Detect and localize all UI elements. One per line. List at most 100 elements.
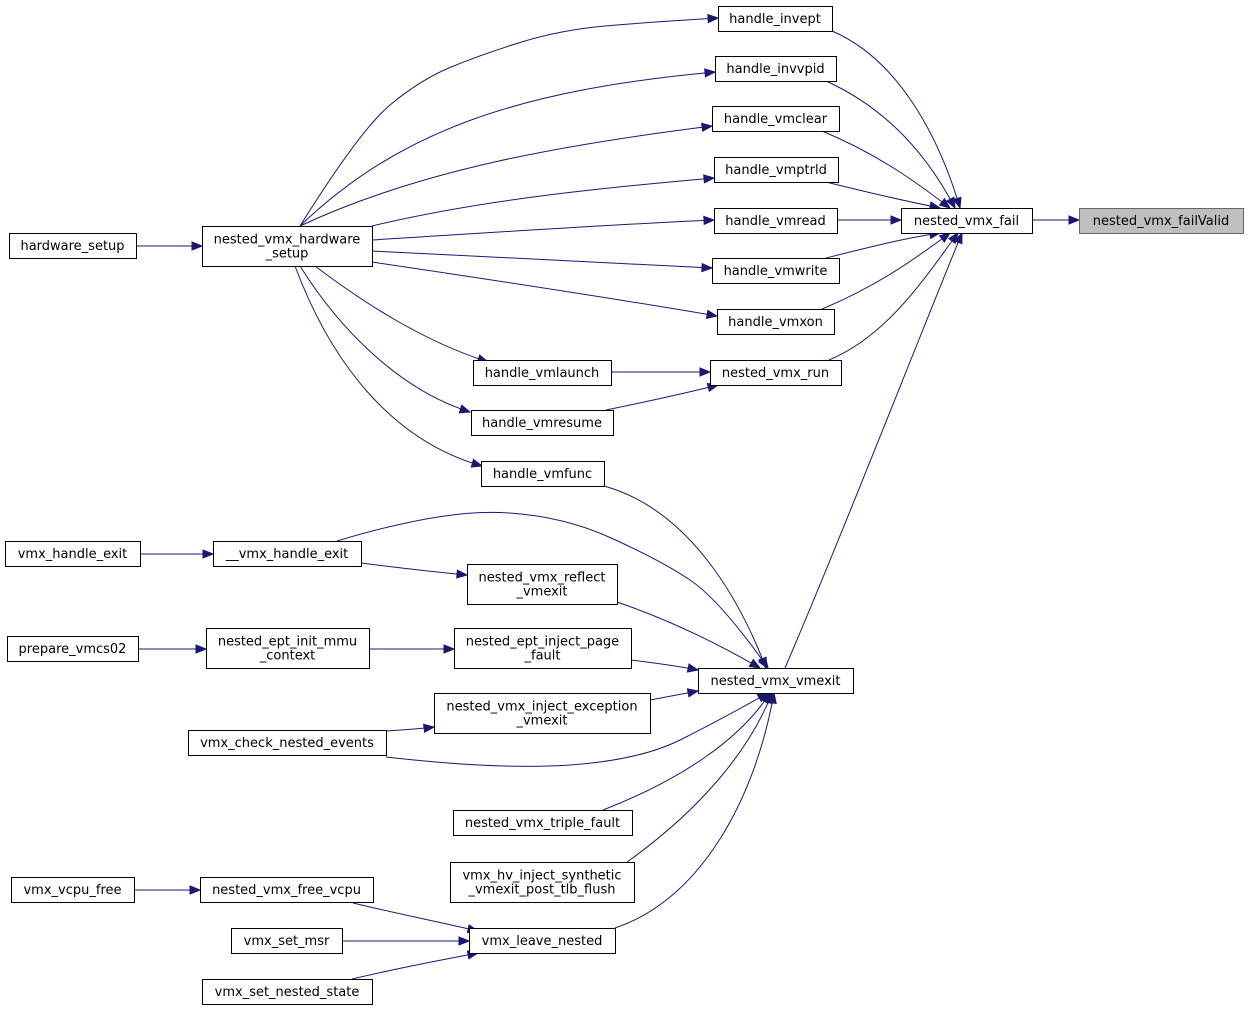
edge-nested_vmx_hardware_setup-to-handle_vmwrite [371,250,713,269]
node-nested_vmx_hardware_setup[interactable]: nested_vmx_hardware_setup [202,226,373,267]
node-prepare_vmcs02[interactable]: prepare_vmcs02 [7,636,139,662]
node-box[interactable] [454,628,632,669]
node-vmx_set_nested_state[interactable]: vmx_set_nested_state [202,979,373,1005]
node-label: handle_vmwrite [724,264,828,279]
node-nested_vmx_vmexit[interactable]: nested_vmx_vmexit [698,668,854,694]
node-box[interactable] [710,360,842,386]
node-box[interactable] [453,810,633,836]
node-label: handle_vmresume [482,416,602,431]
node-box[interactable] [202,226,373,267]
edge-handle_vmresume-to-nested_vmx_run [605,384,719,411]
node-box[interactable] [200,877,374,903]
node-vmx_handle_exit[interactable]: vmx_handle_exit [5,541,141,567]
arrowhead-handle_vmclear-to-nested_vmx_fail [938,197,952,209]
arrowhead-nested_vmx_hardware_setup-to-handle_invvpid [704,68,717,78]
edge-nested_vmx_run-to-nested_vmx_fail [828,232,959,361]
node-box[interactable] [714,157,839,183]
node-nested_vmx_failValid[interactable]: nested_vmx_failValid [1079,208,1244,234]
node-nested_vmx_triple_fault[interactable]: nested_vmx_triple_fault [453,810,633,836]
node-handle_vmlaunch[interactable]: handle_vmlaunch [473,360,612,386]
arrowhead-handle_vmlaunch-to-nested_vmx_run [699,367,712,377]
arrowhead-nested_vmx_hardware_setup-to-handle_vmread [703,215,716,226]
node-nested_ept_init_mmu_context[interactable]: nested_ept_init_mmu_context [206,628,370,669]
node-box[interactable] [213,541,362,567]
node-label: handle_vmread [725,214,825,229]
node-handle_vmwrite[interactable]: handle_vmwrite [712,258,840,284]
node-label: _context [259,649,316,664]
node-box[interactable] [7,636,139,662]
node-box[interactable] [5,541,141,567]
node-label: _fault [524,649,561,664]
node-box[interactable] [450,862,635,903]
node-label: vmx_hv_inject_synthetic [462,869,621,884]
node-box[interactable] [11,877,135,903]
node-box[interactable] [481,461,605,487]
edge-nested_vmx_hardware_setup-to-handle_invept [299,17,719,227]
node-handle_vmclear[interactable]: handle_vmclear [712,106,840,132]
node-box[interactable] [714,208,838,234]
node-vmx_leave_nested[interactable]: vmx_leave_nested [469,928,616,954]
node-vmx_vcpu_free[interactable]: vmx_vcpu_free [11,877,135,903]
node-label: handle_vmptrld [725,163,827,178]
node-box[interactable] [206,628,370,669]
node-hardware_setup[interactable]: hardware_setup [9,233,137,259]
node-box[interactable] [712,258,840,284]
node-nested_vmx_reflect_vmexit[interactable]: nested_vmx_reflect_vmexit [467,564,618,605]
node-box[interactable] [202,979,373,1005]
node-box[interactable] [718,6,833,32]
node-box[interactable] [434,693,651,734]
node-box[interactable] [901,208,1033,234]
node-box[interactable] [717,309,835,335]
node-box[interactable] [188,730,387,756]
node-box[interactable] [712,106,840,132]
node-box[interactable] [471,410,614,436]
arrowhead-handle_invept-to-nested_vmx_fail [952,196,962,210]
node-label: vmx_vcpu_free [23,883,121,898]
node-vmx_hv_inject_synthetic_vmexit_post_tlb_flush[interactable]: vmx_hv_inject_synthetic_vmexit_post_tlb_… [450,862,635,903]
node-box[interactable] [467,564,618,605]
node-handle_vmresume[interactable]: handle_vmresume [471,410,614,436]
node-vmx_set_msr[interactable]: vmx_set_msr [231,928,343,954]
node-label: nested_vmx_fail [914,214,1019,229]
node-box[interactable] [1079,208,1244,234]
node-handle_invept[interactable]: handle_invept [718,6,833,32]
edge-vmx_hv_inject_synthetic_vmexit_post_tlb_flush-to-nested_vmx_vmexit [626,692,773,863]
node-label: prepare_vmcs02 [19,642,127,657]
node-nested_vmx_free_vcpu[interactable]: nested_vmx_free_vcpu [200,877,374,903]
node-box[interactable] [9,233,137,259]
node-box[interactable] [473,360,612,386]
node-vmx_check_nested_events[interactable]: vmx_check_nested_events [188,730,387,756]
node-handle_vmread[interactable]: handle_vmread [714,208,838,234]
node-box[interactable] [231,928,343,954]
node-label: nested_vmx_free_vcpu [212,883,361,898]
arrowhead-nested_vmx_hardware_setup-to-handle_invept [707,13,720,24]
edge-handle_invept-to-nested_vmx_fail [831,30,961,209]
edge-nested_vmx_hardware_setup-to-handle_vmresume [299,265,471,413]
node-handle_invvpid[interactable]: handle_invvpid [715,56,837,82]
edge-handle_vmwrite-to-nested_vmx_fail [825,232,941,259]
arrowhead-nested_vmx_inject_exception_vmexit-to-nested_vmx_vmexit [686,688,700,698]
node-handle_vmxon[interactable]: handle_vmxon [717,309,835,335]
edge-vmx_set_nested_state-to-vmx_leave_nested [351,952,479,980]
node-box[interactable] [698,668,854,694]
node-label: nested_vmx_failValid [1093,214,1230,229]
node-nested_vmx_run[interactable]: nested_vmx_run [710,360,842,386]
node-handle_vmptrld[interactable]: handle_vmptrld [714,157,839,183]
node-label: hardware_setup [20,239,124,254]
node-label: nested_vmx_vmexit [711,674,841,689]
node-nested_vmx_fail[interactable]: nested_vmx_fail [901,208,1033,234]
node-box[interactable] [469,928,616,954]
node-nested_vmx_inject_exception_vmexit[interactable]: nested_vmx_inject_exception_vmexit [434,693,651,734]
arrowhead-prepare_vmcs02-to-nested_ept_init_mmu_context [195,644,208,654]
node-label: vmx_set_nested_state [215,985,360,1000]
node-__vmx_handle_exit[interactable]: __vmx_handle_exit [213,541,362,567]
edge-handle_vmfunc-to-nested_vmx_vmexit [603,485,767,669]
edge-nested_vmx_hardware_setup-to-handle_invvpid [299,71,716,227]
node-label: vmx_handle_exit [18,547,128,562]
node-box[interactable] [715,56,837,82]
node-handle_vmfunc[interactable]: handle_vmfunc [481,461,605,487]
node-label: vmx_check_nested_events [200,736,374,751]
edge-nested_vmx_hardware_setup-to-handle_vmlaunch [314,265,489,363]
node-nested_ept_inject_page_fault[interactable]: nested_ept_inject_page_fault [454,628,632,669]
edges-layer [134,13,1081,980]
